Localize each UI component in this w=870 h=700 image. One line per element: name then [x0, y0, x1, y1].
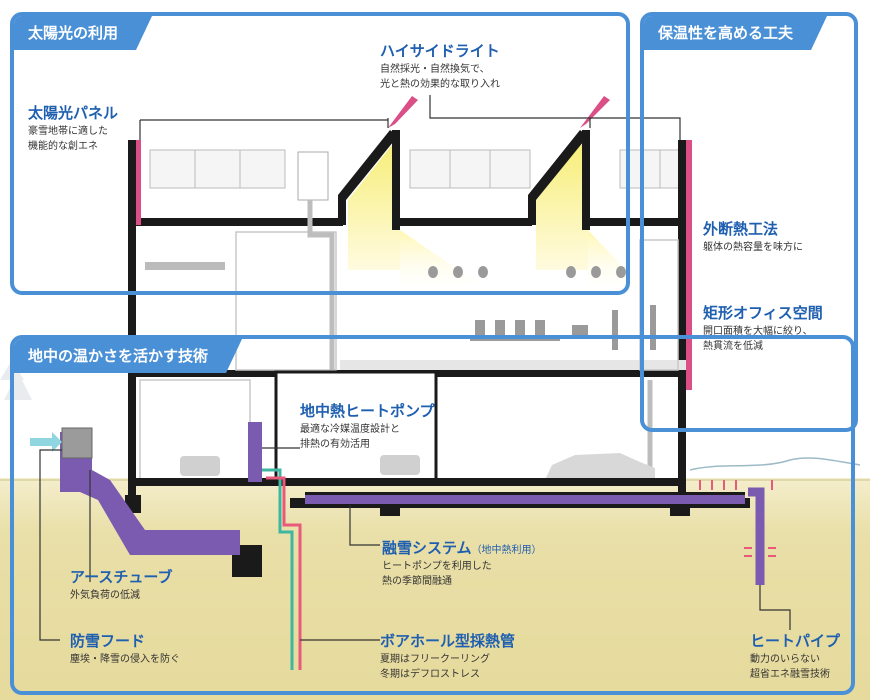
panel-solar-use: [10, 12, 630, 295]
high-side-light-right: [536, 145, 588, 270]
label-snow-hood-desc1: 塵埃・降雪の侵入を防ぐ: [70, 654, 180, 665]
leader-lines: [39, 95, 791, 641]
snow-hood-box: [61, 427, 93, 459]
label-snow-hood-title: 防雪フード: [70, 632, 146, 650]
label-exterior-insulation-title: 外断熱工法: [703, 220, 779, 238]
label-solar-panel-desc1: 豪雪地帯に適した: [28, 126, 108, 137]
label-geo-heat-pump-desc1: 最適な冷媒温度設計と: [300, 424, 400, 435]
air-inflow-arrow: [30, 432, 62, 452]
label-earth-tube-desc1: 外気負荷の低減: [70, 590, 140, 601]
label-solar-panel-title: 太陽光パネル: [28, 104, 119, 122]
roof-structure: [128, 130, 686, 500]
ground-soil: [0, 478, 870, 700]
label-high-side-light-title: ハイサイドライト: [380, 42, 500, 60]
label-high-side-light-desc2: 光と熱の効果的な取り入れ: [380, 79, 500, 90]
label-rect-office-desc1: 開口面積を大幅に絞り、: [703, 326, 813, 337]
section-title-insulation: 保温性を高める工夫: [644, 16, 828, 50]
label-high-side-light-desc1: 自然採光・自然換気で、: [380, 64, 490, 75]
label-snow-melting-title: 融雪システム（地中熱利用）: [382, 537, 542, 558]
label-heat-pipe-title: ヒートパイプ: [750, 632, 841, 650]
label-exterior-insulation-desc1: 躯体の熱容量を味方に: [703, 242, 803, 253]
solar-panels: [136, 96, 692, 390]
label-rect-office-title: 矩形オフィス空間: [703, 304, 823, 322]
label-borehole-title: ボアホール型採熱管: [380, 632, 516, 650]
panel-insulation: [640, 12, 858, 432]
panel-ground-warmth: [10, 335, 855, 695]
label-snow-melting-desc2: 熱の季節間融通: [382, 576, 452, 587]
label-snow-melting-suffix: （地中熱利用）: [471, 545, 542, 556]
borehole-pipes: [262, 468, 302, 670]
label-geo-heat-pump-title: 地中熱ヒートポンプ: [300, 402, 435, 420]
label-snow-melting-desc1: ヒートポンプを利用した: [382, 561, 492, 572]
label-rect-office-desc2: 熱貫流を低減: [703, 341, 763, 352]
label-earth-tube-title: アースチューブ: [70, 568, 173, 586]
label-heat-pipe-desc2: 超省エネ融雪技術: [750, 669, 830, 680]
high-side-light-left: [348, 145, 400, 270]
label-borehole-desc1: 夏期はフリークーリング: [380, 654, 490, 665]
tree-silhouette: [0, 360, 32, 400]
label-borehole-desc2: 冬期はデフロストレス: [380, 669, 480, 680]
section-title-solar-use: 太陽光の利用: [14, 16, 153, 50]
label-heat-pipe-desc1: 動力のいらない: [750, 654, 820, 665]
section-title-ground-warmth: 地中の温かさを活かす技術: [14, 339, 243, 373]
car: [545, 453, 655, 480]
ceiling-panels: [149, 149, 683, 189]
label-geo-heat-pump-desc2: 排熱の有効活用: [300, 439, 370, 450]
label-solar-panel-desc2: 機能的な創エネ: [28, 141, 98, 152]
label-snow-melting-main: 融雪システム: [382, 539, 472, 557]
heat-pipe: [748, 487, 765, 585]
